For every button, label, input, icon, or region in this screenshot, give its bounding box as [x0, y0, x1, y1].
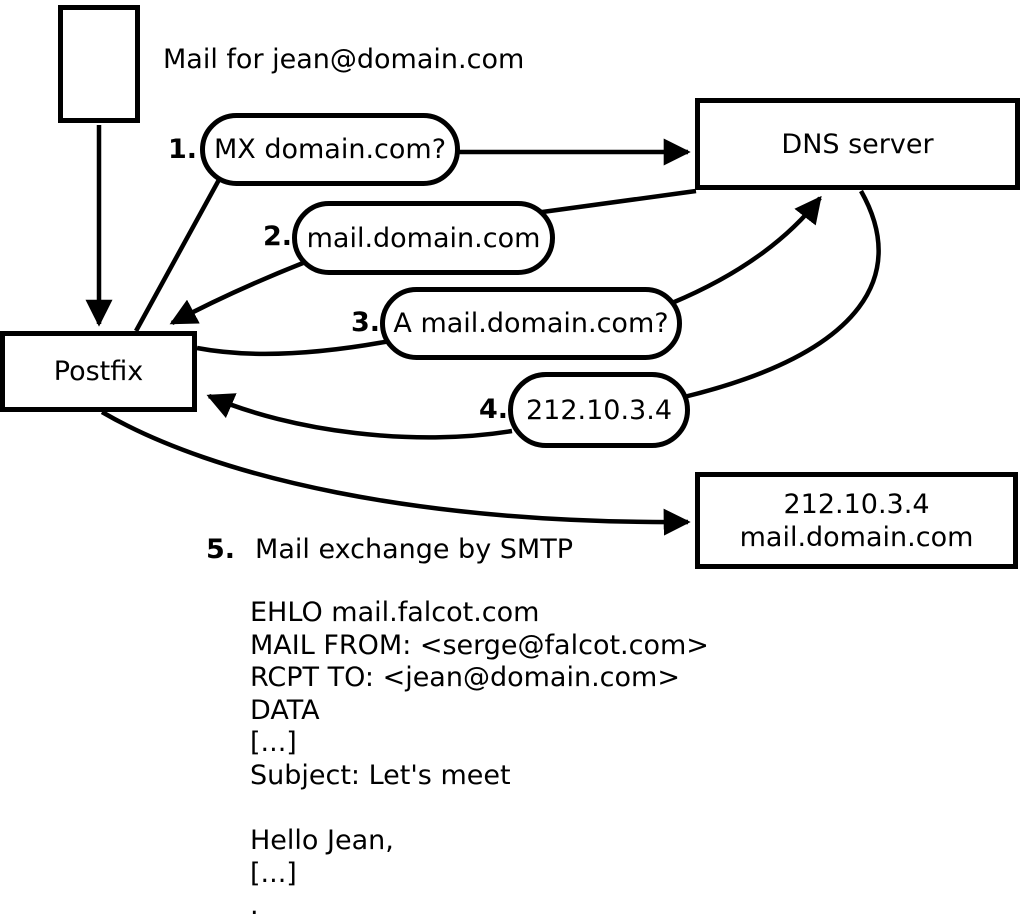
postfix-label: Postfix: [53, 356, 144, 387]
smtp-line-ellipsis-1: [...]: [250, 727, 297, 759]
dns-server-label: DNS server: [781, 128, 934, 160]
step5-label: Mail exchange by SMTP: [255, 534, 573, 565]
smtp-line-data: DATA: [250, 694, 320, 726]
smtp-line-rcpt-to: RCPT TO: <jean@domain.com>: [250, 662, 680, 694]
step3-a-query-pill: A mail.domain.com?: [380, 287, 682, 360]
step5-number: 5.: [206, 534, 236, 565]
mail-server-hostname-label: mail.domain.com: [739, 521, 974, 553]
arrow-postfix-to-pill3: [196, 338, 391, 357]
step3-label: A mail.domain.com?: [393, 308, 669, 339]
step2-label: mail.domain.com: [306, 222, 541, 254]
step1-label: MX domain.com?: [213, 134, 447, 165]
dns-server-node: DNS server: [695, 98, 1020, 190]
smtp-transcript: EHLO mail.falcot.com MAIL FROM: <serge@f…: [250, 597, 709, 919]
mail-note-label: Mail for jean@domain.com: [163, 44, 525, 75]
step2-number: 2.: [262, 221, 292, 252]
step2-mx-answer-pill: mail.domain.com: [292, 201, 555, 275]
step1-number: 1.: [167, 134, 197, 165]
arrow-postfix-to-mailserver: [100, 410, 691, 536]
smtp-line-ehlo: EHLO mail.falcot.com: [250, 597, 540, 628]
arrow-pill4-to-postfix: [206, 393, 513, 440]
mail-envelope-node: [58, 5, 140, 123]
arrow-dns-to-pill4: [683, 189, 881, 400]
arrow-dns-to-pill2: [534, 188, 697, 216]
step5-caption: 5. Mail exchange by SMTP: [206, 534, 573, 565]
step3-number: 3.: [350, 307, 380, 338]
smtp-line-hello: Hello Jean,: [250, 825, 394, 857]
smtp-line-end-dot: .: [250, 890, 259, 919]
smtp-line-subject: Subject: Let's meet: [250, 759, 511, 791]
mail-server-node: 212.10.3.4 mail.domain.com: [695, 472, 1018, 569]
step4-label: 212.10.3.4: [526, 394, 672, 426]
mail-server-ip-label: 212.10.3.4: [783, 488, 930, 520]
postfix-node: Postfix: [0, 331, 197, 412]
step4-a-answer-pill: 212.10.3.4: [508, 372, 690, 448]
smtp-line-ellipsis-2: [...]: [250, 857, 297, 889]
step4-number: 4.: [478, 394, 508, 425]
arrow-pill2-to-postfix: [169, 260, 304, 325]
arrow-postfix-to-pill1: [134, 154, 234, 333]
smtp-line-blank: [250, 793, 709, 826]
step1-mx-query-pill: MX domain.com?: [200, 113, 460, 186]
smtp-line-mail-from: MAIL FROM: <serge@falcot.com>: [250, 629, 709, 661]
arrow-pill3-to-dns: [671, 195, 822, 306]
